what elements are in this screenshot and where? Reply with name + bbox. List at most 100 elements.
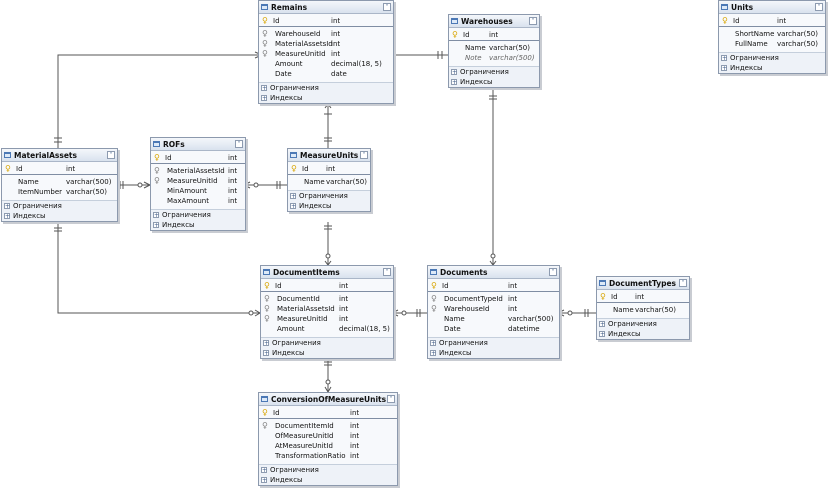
collapse-icon[interactable]: ˄ (107, 151, 115, 159)
expand-icon[interactable]: + (721, 55, 728, 62)
indexes-section[interactable]: +Индексы (428, 348, 559, 358)
indexes-section[interactable]: +Индексы (261, 348, 393, 358)
expand-icon[interactable]: + (153, 212, 160, 219)
collapse-icon[interactable]: ˄ (383, 3, 391, 11)
constraints-section[interactable]: +Ограничения (719, 53, 825, 63)
constraints-section[interactable]: +Ограничения (259, 83, 393, 93)
expand-icon[interactable]: + (430, 340, 437, 347)
constraints-section[interactable]: +Ограничения (151, 210, 245, 220)
indexes-section[interactable]: +Индексы (719, 63, 825, 73)
constraints-section[interactable]: +Ограничения (261, 338, 393, 348)
indexes-section[interactable]: +Индексы (449, 77, 539, 87)
expand-icon[interactable]: + (451, 79, 458, 86)
expand-icon[interactable]: + (4, 213, 11, 220)
collapse-icon[interactable]: ˄ (235, 140, 243, 148)
expand-icon[interactable]: + (261, 85, 268, 92)
collapse-icon[interactable]: ˄ (549, 268, 557, 276)
constraints-section[interactable]: +Ограничения (288, 191, 370, 201)
constraints-section[interactable]: +Ограничения (259, 465, 397, 475)
expand-icon[interactable]: + (721, 65, 728, 72)
expand-icon[interactable]: + (261, 95, 268, 102)
indexes-section[interactable]: +Индексы (151, 220, 245, 230)
constraints-section[interactable]: +Ограничения (449, 67, 539, 77)
indexes-section[interactable]: +Индексы (288, 201, 370, 211)
indexes-section[interactable]: +Индексы (2, 211, 117, 221)
constraints-section[interactable]: +Ограничения (428, 338, 559, 348)
expand-icon[interactable]: + (290, 203, 297, 210)
collapse-icon[interactable]: ˄ (529, 17, 537, 25)
collapse-icon[interactable]: ˄ (383, 268, 391, 276)
indexes-section[interactable]: +Индексы (597, 329, 689, 339)
section-label: Ограничения (270, 84, 319, 92)
expand-icon[interactable]: + (261, 477, 268, 484)
indexes-section[interactable]: +Индексы (259, 93, 393, 103)
collapse-icon[interactable]: ˄ (360, 151, 368, 159)
collapse-icon[interactable]: ˄ (815, 3, 823, 11)
collapse-icon[interactable]: ˄ (679, 279, 687, 287)
expand-icon[interactable]: + (263, 340, 270, 347)
collapse-icon[interactable]: ˄ (387, 395, 395, 403)
indexes-section[interactable]: +Индексы (259, 475, 397, 485)
expand-icon[interactable]: + (4, 203, 11, 210)
expand-icon[interactable]: + (599, 331, 606, 338)
expand-icon[interactable]: + (153, 222, 160, 229)
expand-icon[interactable]: + (451, 69, 458, 76)
expand-icon[interactable]: + (430, 350, 437, 357)
expand-icon[interactable]: + (290, 193, 297, 200)
constraints-section[interactable]: +Ограничения (2, 201, 117, 211)
constraints-section[interactable]: +Ограничения (597, 319, 689, 329)
expand-icon[interactable]: + (263, 350, 270, 357)
expand-icon[interactable]: + (599, 321, 606, 328)
expand-icon[interactable]: + (261, 467, 268, 474)
